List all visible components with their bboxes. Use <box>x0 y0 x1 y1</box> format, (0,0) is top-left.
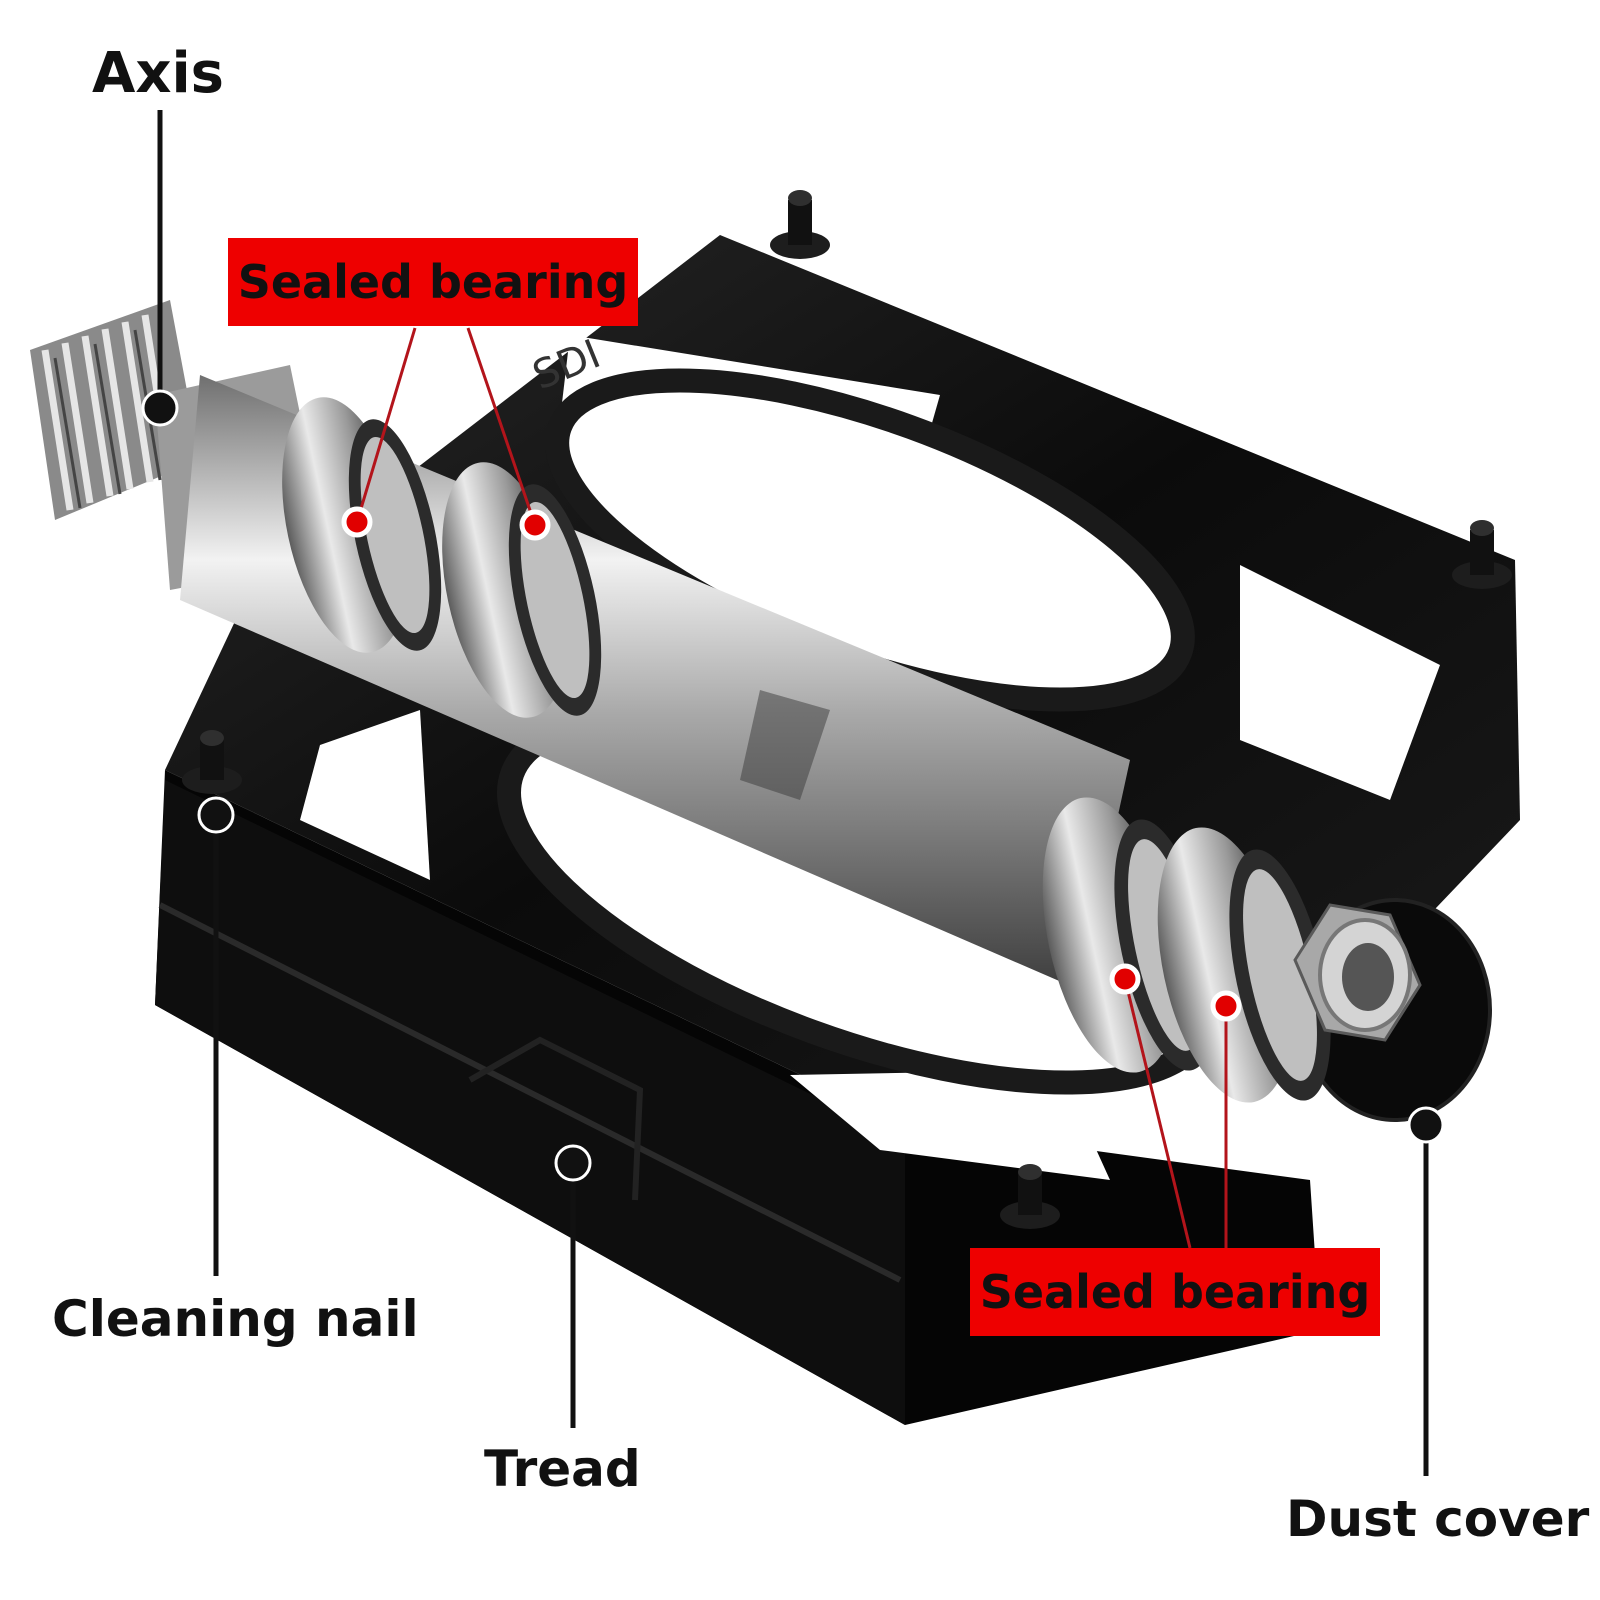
bearing-leader-1 <box>355 327 417 523</box>
pin-studs <box>182 190 1512 1229</box>
bearing-marker-4 <box>1210 990 1242 1022</box>
tread-marker <box>554 1144 592 1182</box>
dust-cover-label: Dust cover <box>1286 1490 1590 1548</box>
axis-marker <box>141 389 179 427</box>
tread-label: Tread <box>484 1440 641 1498</box>
leader-lines <box>141 110 1445 1476</box>
axis-label: Axis <box>92 41 224 106</box>
pin-right <box>1452 520 1512 589</box>
bearing-marker-2 <box>519 509 551 541</box>
cleaning-nail-label: Cleaning nail <box>52 1290 419 1348</box>
pin-top <box>770 190 830 259</box>
bearing-marker-3 <box>1109 963 1141 995</box>
pin-left <box>182 730 242 794</box>
bearing-4 <box>1157 827 1331 1103</box>
bearing-leader-2 <box>466 327 537 526</box>
cleaning-nail-marker <box>197 796 235 834</box>
sealed-bearing-label-top: Sealed bearing <box>228 238 638 326</box>
pin-bottom <box>1000 1164 1060 1229</box>
bearing-leader-3 <box>1123 978 1192 1249</box>
dust-cover-marker <box>1407 1106 1445 1144</box>
bearing-marker-1 <box>341 506 373 538</box>
sealed-bearing-label-bottom: Sealed bearing <box>970 1248 1380 1336</box>
lock-nut <box>1293 903 1422 1042</box>
